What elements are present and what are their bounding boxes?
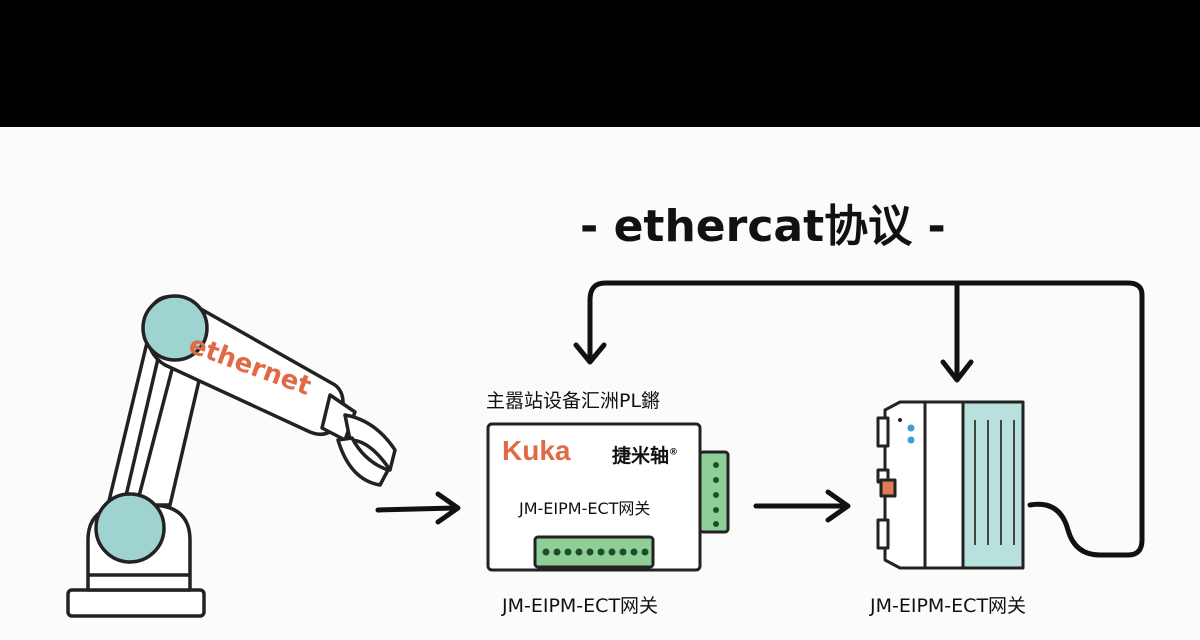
gateway-side-connector: [698, 450, 730, 534]
arrow-head-1: [435, 491, 461, 525]
slave-caption: JM-EIPM-ECT网关: [870, 595, 1027, 617]
slave-orange-latch: [879, 478, 897, 498]
robot-gripper-upper: [343, 413, 397, 472]
robot-base-joint: [94, 492, 166, 564]
gateway-bottom-connector: [533, 535, 655, 569]
diagram-title: - ethercat协议 -: [580, 201, 946, 252]
arrow-head-2: [825, 489, 851, 523]
ethercat-arrow-to-slave: [940, 359, 974, 383]
robot-gripper-lower: [336, 436, 390, 487]
top-black-bar: [0, 0, 1200, 127]
gateway-caption: JM-EIPM-ECT网关: [502, 595, 659, 617]
master-device-caption: 主嚣站设备汇洲PL鏘: [486, 390, 661, 412]
ethercat-loop-line: [587, 280, 1145, 558]
gateway-device-icon: [486, 422, 730, 572]
robot-base: [66, 588, 206, 618]
gateway-brand: 捷米轴®: [612, 445, 679, 467]
gateway-logo: Kuka: [502, 435, 571, 466]
robot-arm-icon: [66, 294, 397, 618]
ethercat-arrow-to-master: [573, 342, 607, 365]
gateway-model-label: JM-EIPM-ECT网关: [519, 499, 651, 518]
robot-shoulder-joint: [141, 294, 209, 362]
slave-module-icon: [876, 400, 1025, 570]
arrow-robot-to-gateway: [375, 505, 458, 513]
